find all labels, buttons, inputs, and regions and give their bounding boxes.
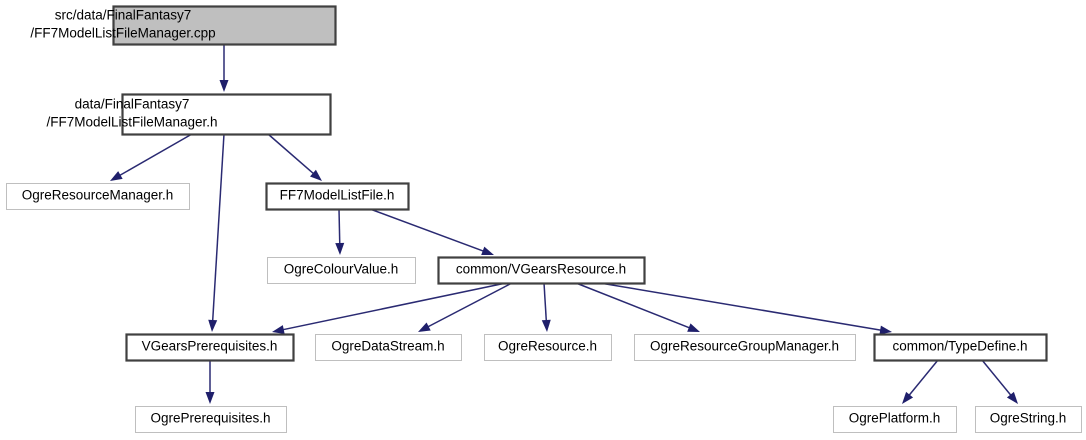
node-label: OgrePlatform.h bbox=[849, 411, 941, 426]
node-n7[interactable]: OgreDataStream.h bbox=[315, 334, 462, 361]
edge-n3-to-n4 bbox=[335, 208, 345, 255]
arrowhead-icon bbox=[879, 325, 892, 335]
node-n10[interactable]: common/TypeDefine.h bbox=[873, 333, 1048, 362]
node-label: OgreResource.h bbox=[498, 339, 597, 354]
arrowhead-icon bbox=[309, 169, 322, 181]
arrowhead-icon bbox=[418, 322, 431, 332]
node-label: OgreColourValue.h bbox=[284, 262, 399, 277]
node-label: common/TypeDefine.h bbox=[892, 339, 1027, 354]
node-box[interactable] bbox=[125, 333, 295, 362]
node-label: /FF7ModelListFileManager.h bbox=[46, 115, 217, 130]
node-label: common/VGearsResource.h bbox=[456, 262, 626, 277]
edge-n1-to-n3 bbox=[267, 133, 322, 181]
arrowhead-icon bbox=[481, 246, 494, 256]
edge-n1-to-n6 bbox=[208, 133, 225, 332]
node-n3[interactable]: FF7ModelListFile.h bbox=[265, 182, 410, 211]
node-box[interactable] bbox=[833, 406, 957, 433]
node-n0[interactable]: src/data/FinalFantasy7/FF7ModelListFileM… bbox=[30, 5, 337, 46]
node-label: /FF7ModelListFileManager.cpp bbox=[30, 26, 215, 41]
node-box[interactable] bbox=[975, 406, 1082, 433]
arrowhead-icon bbox=[541, 319, 551, 332]
edge-n5-to-n10 bbox=[599, 282, 892, 335]
node-n9[interactable]: OgreResourceGroupManager.h bbox=[634, 334, 856, 361]
node-box[interactable] bbox=[121, 93, 332, 136]
edge-n6-to-n11 bbox=[205, 360, 215, 404]
node-n12[interactable]: OgrePlatform.h bbox=[833, 406, 957, 433]
node-label: OgreResourceGroupManager.h bbox=[650, 339, 839, 354]
arrowhead-icon bbox=[208, 319, 218, 332]
node-box[interactable] bbox=[265, 182, 410, 211]
edge-line bbox=[338, 208, 341, 246]
arrowhead-icon bbox=[1006, 391, 1018, 404]
edge-line bbox=[426, 282, 513, 329]
node-label: OgreResourceManager.h bbox=[22, 188, 174, 203]
node-box[interactable] bbox=[484, 334, 612, 361]
node-label: FF7ModelListFile.h bbox=[280, 188, 395, 203]
edge-line bbox=[267, 133, 315, 176]
node-n13[interactable]: OgreString.h bbox=[975, 406, 1082, 433]
arrowhead-icon bbox=[219, 80, 229, 92]
node-box[interactable] bbox=[634, 334, 856, 361]
node-label: OgreString.h bbox=[990, 411, 1067, 426]
edge-line bbox=[907, 359, 939, 397]
node-box[interactable] bbox=[135, 406, 287, 433]
edge-line bbox=[281, 282, 507, 331]
node-label: OgrePrerequisites.h bbox=[150, 411, 270, 426]
edge-n1-to-n2 bbox=[110, 133, 193, 181]
node-box[interactable] bbox=[6, 183, 190, 210]
arrowhead-icon bbox=[687, 323, 700, 332]
arrowhead-icon bbox=[110, 171, 123, 181]
node-n8[interactable]: OgreResource.h bbox=[484, 334, 612, 361]
edge-n5-to-n6 bbox=[272, 282, 507, 334]
edges-layer bbox=[110, 44, 1018, 404]
edge-line bbox=[118, 133, 193, 177]
node-label: data/FinalFantasy7 bbox=[75, 97, 190, 112]
node-n6[interactable]: VGearsPrerequisites.h bbox=[125, 333, 295, 362]
edge-line bbox=[575, 282, 691, 330]
arrowhead-icon bbox=[902, 391, 914, 404]
nodes-layer: src/data/FinalFantasy7/FF7ModelListFileM… bbox=[6, 5, 1082, 433]
node-label: src/data/FinalFantasy7 bbox=[55, 8, 192, 23]
edge-n5-to-n8 bbox=[541, 282, 551, 332]
node-box[interactable] bbox=[437, 256, 646, 285]
arrowhead-icon bbox=[335, 242, 345, 255]
edge-line bbox=[981, 359, 1013, 397]
edge-n0-to-n1 bbox=[219, 44, 229, 92]
edge-line bbox=[543, 282, 548, 323]
node-box[interactable] bbox=[112, 5, 337, 46]
edge-n5-to-n7 bbox=[418, 282, 513, 332]
arrowhead-icon bbox=[205, 392, 215, 404]
node-n2[interactable]: OgreResourceManager.h bbox=[6, 183, 190, 210]
node-box[interactable] bbox=[267, 257, 416, 284]
edge-line bbox=[599, 282, 883, 332]
edge-n5-to-n9 bbox=[575, 282, 700, 332]
edge-n10-to-n12 bbox=[902, 359, 939, 404]
node-box[interactable] bbox=[873, 333, 1048, 362]
node-label: VGearsPrerequisites.h bbox=[142, 339, 278, 354]
edge-n3-to-n5 bbox=[369, 208, 494, 256]
edge-line bbox=[211, 133, 225, 323]
node-n11[interactable]: OgrePrerequisites.h bbox=[135, 406, 287, 433]
edge-n10-to-n13 bbox=[981, 359, 1018, 404]
edge-line bbox=[369, 208, 485, 253]
arrowhead-icon bbox=[272, 325, 285, 334]
node-box[interactable] bbox=[315, 334, 462, 361]
node-n5[interactable]: common/VGearsResource.h bbox=[437, 256, 646, 285]
node-n4[interactable]: OgreColourValue.h bbox=[267, 257, 416, 284]
node-n1[interactable]: data/FinalFantasy7/FF7ModelListFileManag… bbox=[46, 93, 332, 136]
node-label: OgreDataStream.h bbox=[331, 339, 444, 354]
